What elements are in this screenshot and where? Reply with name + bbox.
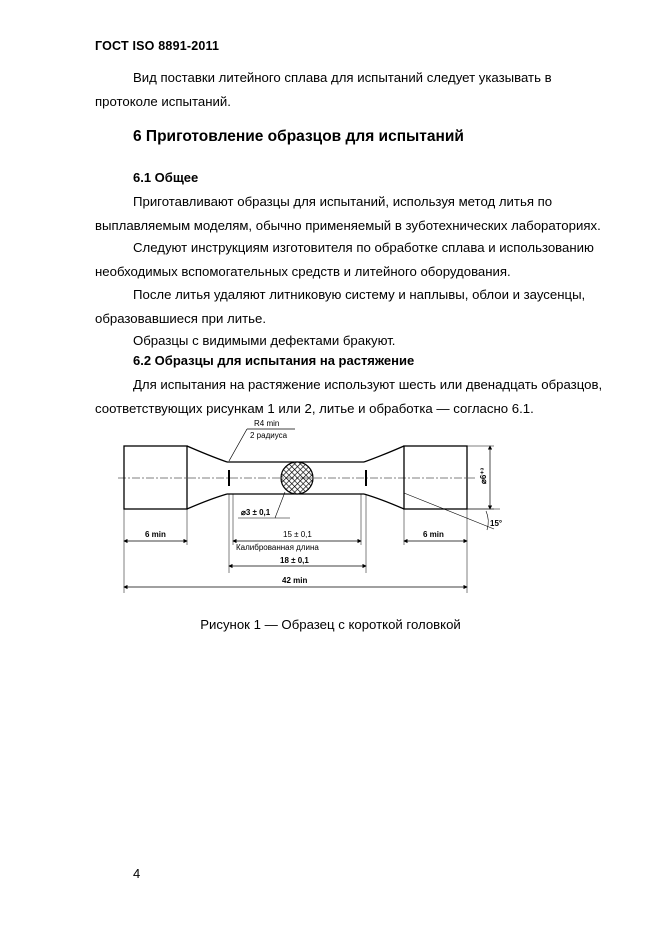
radius-count-label: 2 радиуса xyxy=(250,431,288,440)
right-transition-top xyxy=(363,445,405,463)
document-header: ГОСТ ISO 8891-2011 xyxy=(95,39,220,53)
section-6-2-paragraph-1: Для испытания на растяжение используют ш… xyxy=(95,377,603,416)
section-6-1-paragraph-1: Приготавливают образцы для испытаний, ис… xyxy=(95,194,601,233)
left-transition-bottom xyxy=(186,493,228,510)
section-6-1-paragraph-2: Следуют инструкциям изготовителя по обра… xyxy=(95,240,594,279)
section-6-1-title: 6.1 Общее xyxy=(133,170,199,185)
gauge-length-caption: Калиброванная длина xyxy=(236,543,319,552)
right-head xyxy=(403,445,468,510)
right-head-length-label: 6 min xyxy=(423,530,444,539)
gauge-length-label: 15 ± 0,1 xyxy=(283,530,312,539)
specimen-outline xyxy=(123,445,468,510)
intro-line-1: Вид поставки литейного сплава для испыта… xyxy=(133,70,552,85)
intro-paragraph: Вид поставки литейного сплава для испыта… xyxy=(95,66,615,113)
specimen-drawing: R4 min 2 радиуса ⌀3 ± 0,1 ⌀6⁺³ 15° 6 min… xyxy=(118,419,502,593)
radius-label: R4 min xyxy=(254,419,279,428)
page-number: 4 xyxy=(133,866,141,881)
intro-line-2: протоколе испытаний. xyxy=(95,93,231,109)
middle-length-label: 18 ± 0,1 xyxy=(280,556,309,565)
right-transition-bottom xyxy=(363,493,405,510)
radius-leader xyxy=(228,428,248,462)
section-6-1-paragraph-3: После литья удаляют литниковую систему и… xyxy=(95,287,586,326)
section-6-title: 6 Приготовление образцов для испытаний xyxy=(133,128,464,145)
section-6-2-title: 6.2 Образцы для испытания на растяжение xyxy=(133,353,415,368)
left-head xyxy=(123,445,188,510)
left-transition-top xyxy=(186,445,228,463)
total-length-label: 42 min xyxy=(282,576,307,585)
section-6-1-paragraph-4: Образцы с видимыми дефектами бракуют. xyxy=(133,333,396,348)
angle-label: 15° xyxy=(490,519,502,528)
figure-caption: Рисунок 1 — Образец с короткой головкой xyxy=(200,617,461,632)
head-diameter-label: ⌀6⁺³ xyxy=(479,468,488,484)
left-head-length-label: 6 min xyxy=(145,530,166,539)
center-diameter-label: ⌀3 ± 0,1 xyxy=(241,508,271,517)
